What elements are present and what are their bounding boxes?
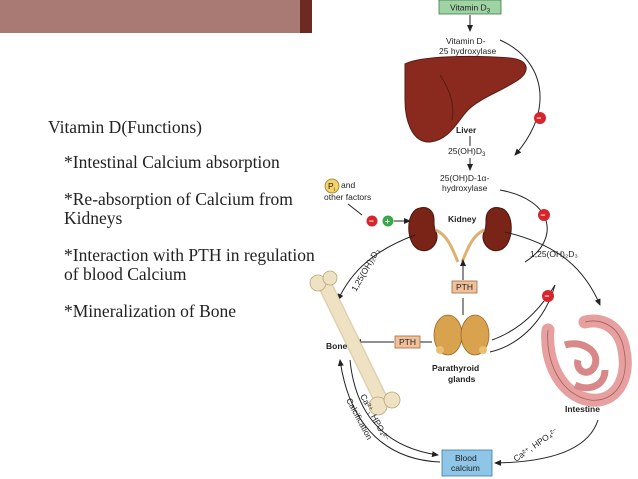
blood-to-bone-arrow [337, 359, 441, 463]
function-item-intestinal: *Intestinal Calcium absorption [64, 152, 280, 172]
parathyroid-nodule-2 [479, 346, 487, 354]
calcitriol-to-intestine-arrow [504, 231, 601, 306]
pi-and-text: and [341, 180, 355, 190]
pth-left-box [394, 335, 421, 349]
parathyroid-nodule-1 [436, 346, 444, 354]
slide-text-block: Vitamin D(Functions) *Intestinal Calcium… [48, 118, 328, 339]
pi-stimulate-marker [382, 215, 394, 227]
vitamin-d3-box [438, 0, 502, 15]
pi-inhibit-symbol: − [369, 216, 374, 226]
intestine-to-blood-arrow [494, 419, 599, 466]
kidney-inhibit-symbol: − [541, 210, 546, 220]
pth-center-box [451, 280, 478, 294]
bone-to-blood-arrow [349, 359, 439, 458]
function-item-reabsorption: *Re-absorption of Calcium from Kidneys [64, 189, 293, 228]
header-accent-block [300, 0, 312, 33]
enzyme-1alpha-line2: hydroxylase [442, 183, 488, 193]
kidney-label: Kidney [448, 214, 477, 224]
pi-inhibit-marker [366, 215, 378, 227]
function-item-pth: *Interaction with PTH in regulation of b… [64, 245, 315, 284]
right-kidney-illustration [482, 207, 512, 252]
enzyme-25-hydroxylase-line2: 25 hydroxylase [439, 46, 496, 56]
vitamin-d3-label: Vitamin D3 [450, 3, 491, 15]
blood-calcium-box [441, 449, 493, 477]
slide-heading: Vitamin D(Functions) [48, 117, 203, 137]
kidney-feedback-arc [499, 189, 548, 263]
enzyme-1alpha-line1: 25(OH)D-1α- [440, 173, 489, 183]
pi-circle [324, 178, 340, 194]
liver-lobe-line [439, 74, 454, 121]
pi-connector [347, 203, 363, 216]
parathyroid-inhibit-marker [542, 290, 554, 302]
pi-stimulate-symbol: + [385, 216, 390, 226]
blood-calcium-line2: calcium [451, 463, 480, 473]
bone-illustration [309, 270, 401, 416]
liver-label: Liver [456, 125, 477, 135]
left-ureter [435, 228, 460, 263]
calcitriol-right-label: 1,25(OH)₂D₃ [530, 249, 578, 259]
function-item-mineralization: *Mineralization of Bone [64, 301, 237, 321]
intestine-label: Intestine [565, 404, 600, 414]
pth-left-label: PTH [399, 337, 416, 347]
kidney-inhibit-marker [538, 209, 550, 221]
pth-center-label: PTH [456, 282, 473, 292]
liver-feedback-arc [499, 39, 541, 156]
pi-label: Pi [328, 181, 335, 193]
calcitriol-left-label: 1,25(OH)₂D₃ [349, 247, 382, 293]
right-ureter [460, 228, 485, 263]
enzyme-25-hydroxylase-line1: Vitamin D- [446, 36, 486, 46]
liver-inhibit-symbol: − [537, 113, 542, 123]
parathyroid-inhibit-symbol: − [545, 291, 550, 301]
other-factors-text: other factors [324, 192, 371, 202]
blood-calcium-line1: Blood [455, 453, 477, 463]
liver-inhibit-marker [534, 112, 546, 124]
ca-hpo4-right-label: Ca²⁺, HPO₄²⁻ [511, 425, 560, 463]
calcitriol-to-bone-arrow [337, 234, 416, 301]
header-accent-bar [0, 0, 300, 33]
parathyroid-label-line2: glands [448, 374, 476, 384]
metabolite-25ohd3: 25(OH)D3 [448, 146, 486, 158]
parathyroid-label-line1: Parathyroid [432, 363, 479, 373]
bone-label: Bone [326, 341, 348, 351]
liver-illustration [404, 55, 527, 143]
intestine-illustration [541, 314, 632, 407]
left-kidney-illustration [408, 207, 438, 252]
parathyroid-right [460, 314, 490, 356]
